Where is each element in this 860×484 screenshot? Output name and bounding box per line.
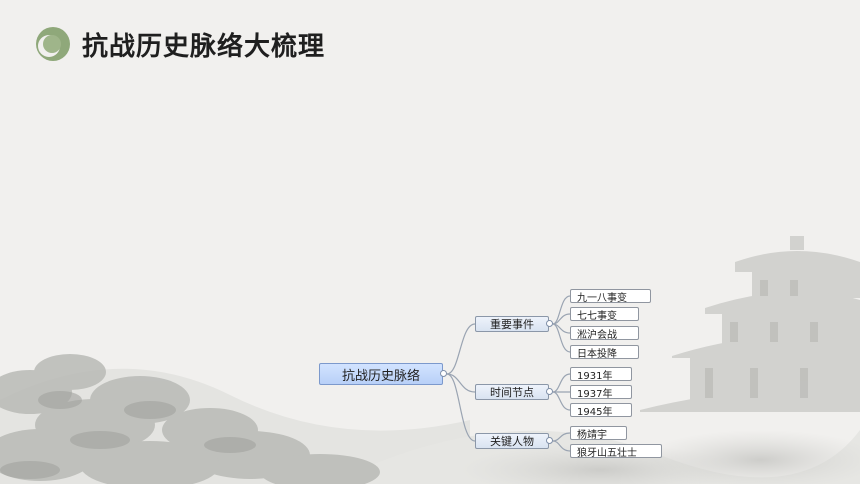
- circle-leaf-icon: [36, 27, 70, 61]
- collapse-toggle-icon[interactable]: [440, 370, 447, 377]
- collapse-toggle-icon[interactable]: [546, 320, 553, 327]
- leaf-node[interactable]: 九一八事变: [570, 289, 651, 304]
- branch-node-events[interactable]: 重要事件: [475, 316, 549, 332]
- title-bar: 抗战历史脉络大梳理: [34, 24, 325, 64]
- leaf-node[interactable]: 1931年: [570, 367, 632, 382]
- mindmap-root-node[interactable]: 抗战历史脉络: [319, 363, 443, 385]
- leaf-node[interactable]: 淞沪会战: [570, 326, 639, 341]
- leaf-node[interactable]: 杨靖宇: [570, 426, 627, 441]
- leaf-node[interactable]: 日本投降: [570, 345, 639, 360]
- leaf-node[interactable]: 1937年: [570, 385, 632, 400]
- leaf-node[interactable]: 1945年: [570, 403, 632, 418]
- branch-node-people[interactable]: 关键人物: [475, 433, 549, 449]
- leaf-node[interactable]: 七七事变: [570, 307, 639, 322]
- page-title: 抗战历史脉络大梳理: [82, 31, 326, 62]
- branch-node-timeline[interactable]: 时间节点: [475, 384, 549, 400]
- collapse-toggle-icon[interactable]: [546, 437, 553, 444]
- collapse-toggle-icon[interactable]: [546, 388, 553, 395]
- leaf-node[interactable]: 狼牙山五壮士: [570, 444, 662, 459]
